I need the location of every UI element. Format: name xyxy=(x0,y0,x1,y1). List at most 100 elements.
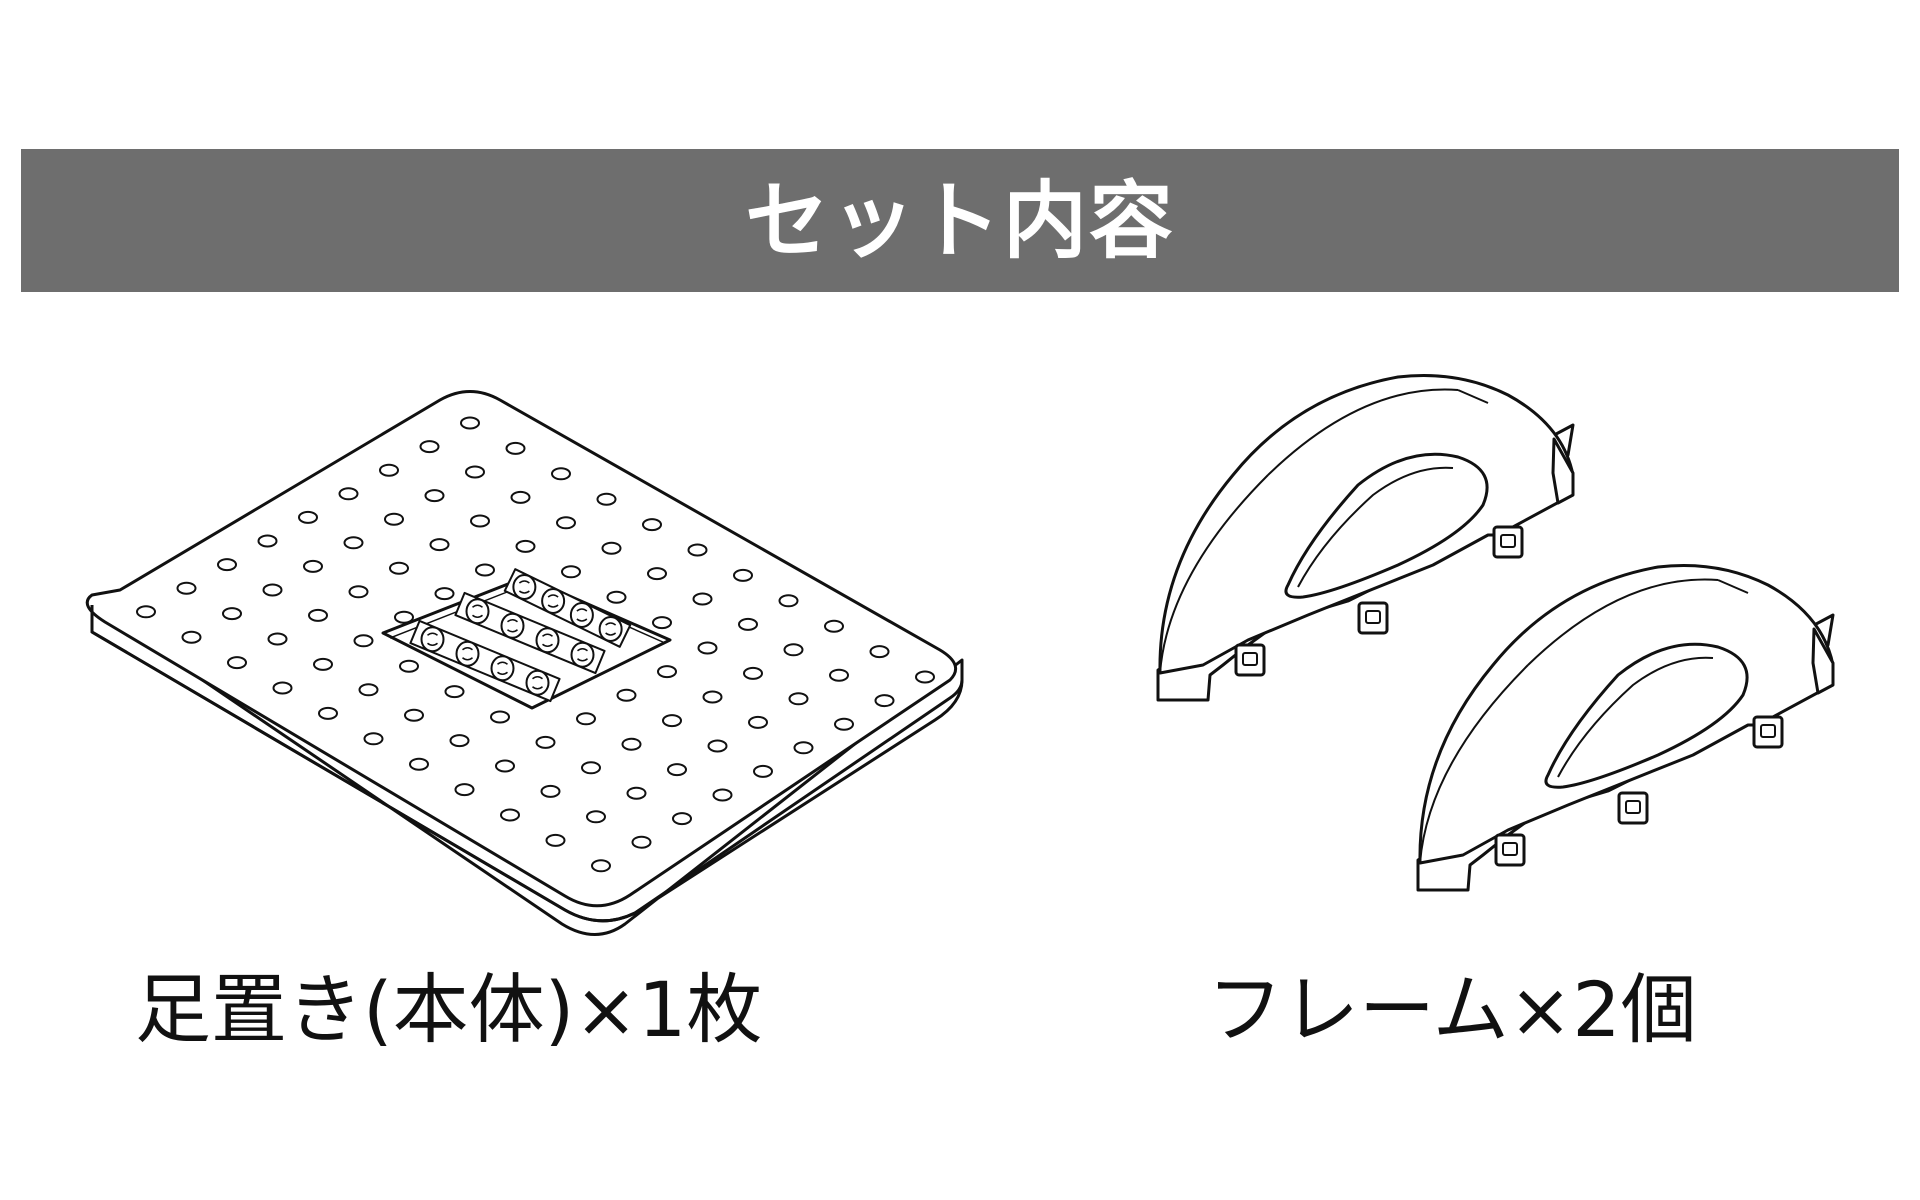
mat-hole xyxy=(707,739,728,753)
mat-hole xyxy=(551,467,571,481)
mat-hole xyxy=(308,608,328,622)
roller-knob xyxy=(490,655,515,682)
mat-hole xyxy=(596,492,617,506)
mat-hole xyxy=(712,788,733,802)
mat-hole xyxy=(363,732,384,746)
mat-hole xyxy=(505,441,526,455)
mat-hole xyxy=(667,763,687,777)
mat-hole xyxy=(591,859,611,873)
mat-hole xyxy=(510,490,531,504)
mat-hole xyxy=(778,594,799,608)
mat-hole xyxy=(581,761,601,775)
foot-mat-illustration xyxy=(85,390,964,936)
mat-holes xyxy=(136,416,935,873)
mat-hole xyxy=(272,681,293,695)
mat-hole xyxy=(535,735,556,749)
mat-hole xyxy=(449,734,470,748)
mat-hole xyxy=(303,559,323,573)
frame-clip-tab xyxy=(1494,833,1526,867)
mat-hole xyxy=(227,656,247,670)
mat-hole xyxy=(576,712,596,726)
mat-hole xyxy=(434,587,455,601)
roller-knob xyxy=(512,574,537,600)
mat-hole xyxy=(672,812,692,826)
mat-hole xyxy=(500,808,520,822)
mat-hole xyxy=(753,764,773,778)
mat-hole xyxy=(601,541,622,555)
frame-handle-slot xyxy=(1284,452,1489,599)
mat-hole xyxy=(515,539,536,553)
mat-hole xyxy=(647,567,667,581)
mat-hole xyxy=(353,634,374,648)
mat-hole xyxy=(394,610,414,624)
mat-hole xyxy=(616,688,637,702)
frame-clip-tab xyxy=(1752,715,1784,749)
roller-knob xyxy=(569,602,594,628)
mat-hole xyxy=(743,666,763,680)
mat-hole xyxy=(470,514,490,528)
mat-hole xyxy=(318,706,338,720)
roller-knob xyxy=(535,627,560,654)
mat-hole xyxy=(626,786,647,800)
frame-clip-tab xyxy=(1617,791,1649,825)
frame-clip-tab xyxy=(1492,525,1524,559)
header-band: セット内容 xyxy=(21,149,1899,292)
mat-hole xyxy=(915,670,935,684)
mat-hole xyxy=(606,590,627,604)
mat-hole xyxy=(788,692,809,706)
mat-hole xyxy=(657,665,677,679)
mat-hole xyxy=(176,581,197,595)
mat-hole xyxy=(687,543,708,557)
frame-end-cap xyxy=(1811,627,1835,695)
mat-hole xyxy=(586,810,606,824)
mat-hole xyxy=(692,592,713,606)
mat-hole xyxy=(738,617,758,631)
mat-hole xyxy=(793,741,814,755)
mat-hole xyxy=(262,583,283,597)
mat-hole xyxy=(662,714,682,728)
mat-hole xyxy=(733,568,753,582)
mat-hole xyxy=(313,657,333,671)
mat-hole xyxy=(348,585,369,599)
roller-knob xyxy=(541,588,566,614)
mat-hole xyxy=(465,465,485,479)
mat-hole xyxy=(136,605,156,619)
mat-hole xyxy=(702,690,723,704)
mat-hole xyxy=(404,708,424,722)
frame-clip-tab xyxy=(1234,643,1266,677)
frame-illustration-1 xyxy=(1156,374,1575,702)
roller-knob xyxy=(500,612,525,639)
frame-handle-slot xyxy=(1544,642,1749,789)
mat-hole xyxy=(257,534,278,548)
mat-hole xyxy=(399,659,419,673)
mat-hole xyxy=(824,619,844,633)
frame-caption: フレーム×2個 xyxy=(1207,965,1697,1054)
mat-hole xyxy=(181,630,202,644)
frame-illustration-2 xyxy=(1416,564,1835,892)
roller-knob xyxy=(525,669,550,696)
mat-hole xyxy=(869,645,890,659)
mat-label-sheet xyxy=(381,568,672,710)
frame-end-cap xyxy=(1551,437,1575,505)
roller-bar xyxy=(409,619,561,703)
roller-bar xyxy=(454,591,606,675)
mat-hole xyxy=(556,516,576,530)
mat-hole xyxy=(429,538,450,552)
mat-hole xyxy=(642,518,662,532)
mat-hole xyxy=(338,487,359,501)
mat-hole xyxy=(424,489,445,503)
mat-hole xyxy=(621,737,642,751)
mat-hole xyxy=(834,717,854,731)
mat-hole xyxy=(454,783,475,797)
mat-hole xyxy=(545,833,566,847)
mat-hole xyxy=(495,759,515,773)
mat-hole xyxy=(419,440,440,454)
mat-hole xyxy=(561,565,581,579)
mat-hole xyxy=(460,416,480,430)
mat-hole xyxy=(222,607,242,621)
mat-hole xyxy=(783,643,804,657)
mat-hole xyxy=(298,510,318,524)
roller-knob xyxy=(465,598,490,625)
roller-knob xyxy=(570,641,595,668)
frame-clip-tab xyxy=(1357,601,1389,635)
